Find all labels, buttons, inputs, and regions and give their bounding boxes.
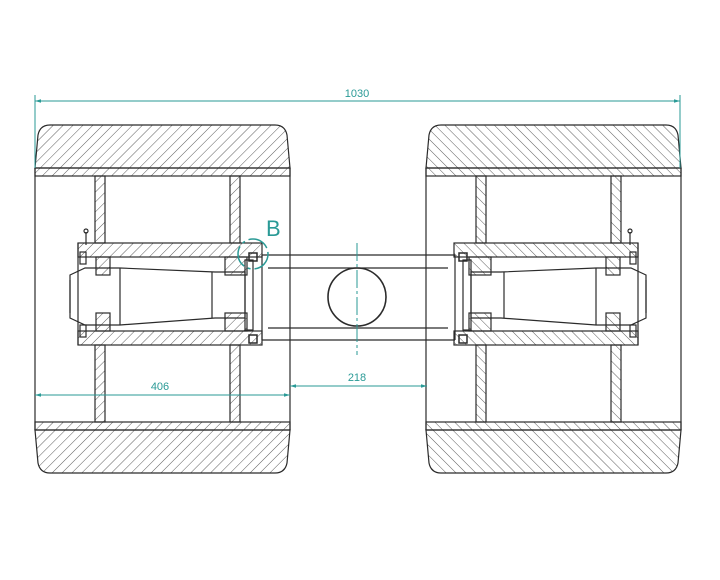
dimension-wheel-gap-label: 218	[348, 372, 366, 384]
dimension-overall-label: 1030	[345, 88, 369, 100]
dimension-wheel-width-label: 406	[151, 381, 169, 393]
axle-beam	[261, 254, 456, 341]
detail-b-label: B	[266, 216, 281, 241]
dimension-overall	[34, 95, 681, 168]
detail-b-marker	[237, 238, 269, 270]
right-wheel	[425, 124, 682, 474]
left-wheel	[34, 124, 291, 474]
